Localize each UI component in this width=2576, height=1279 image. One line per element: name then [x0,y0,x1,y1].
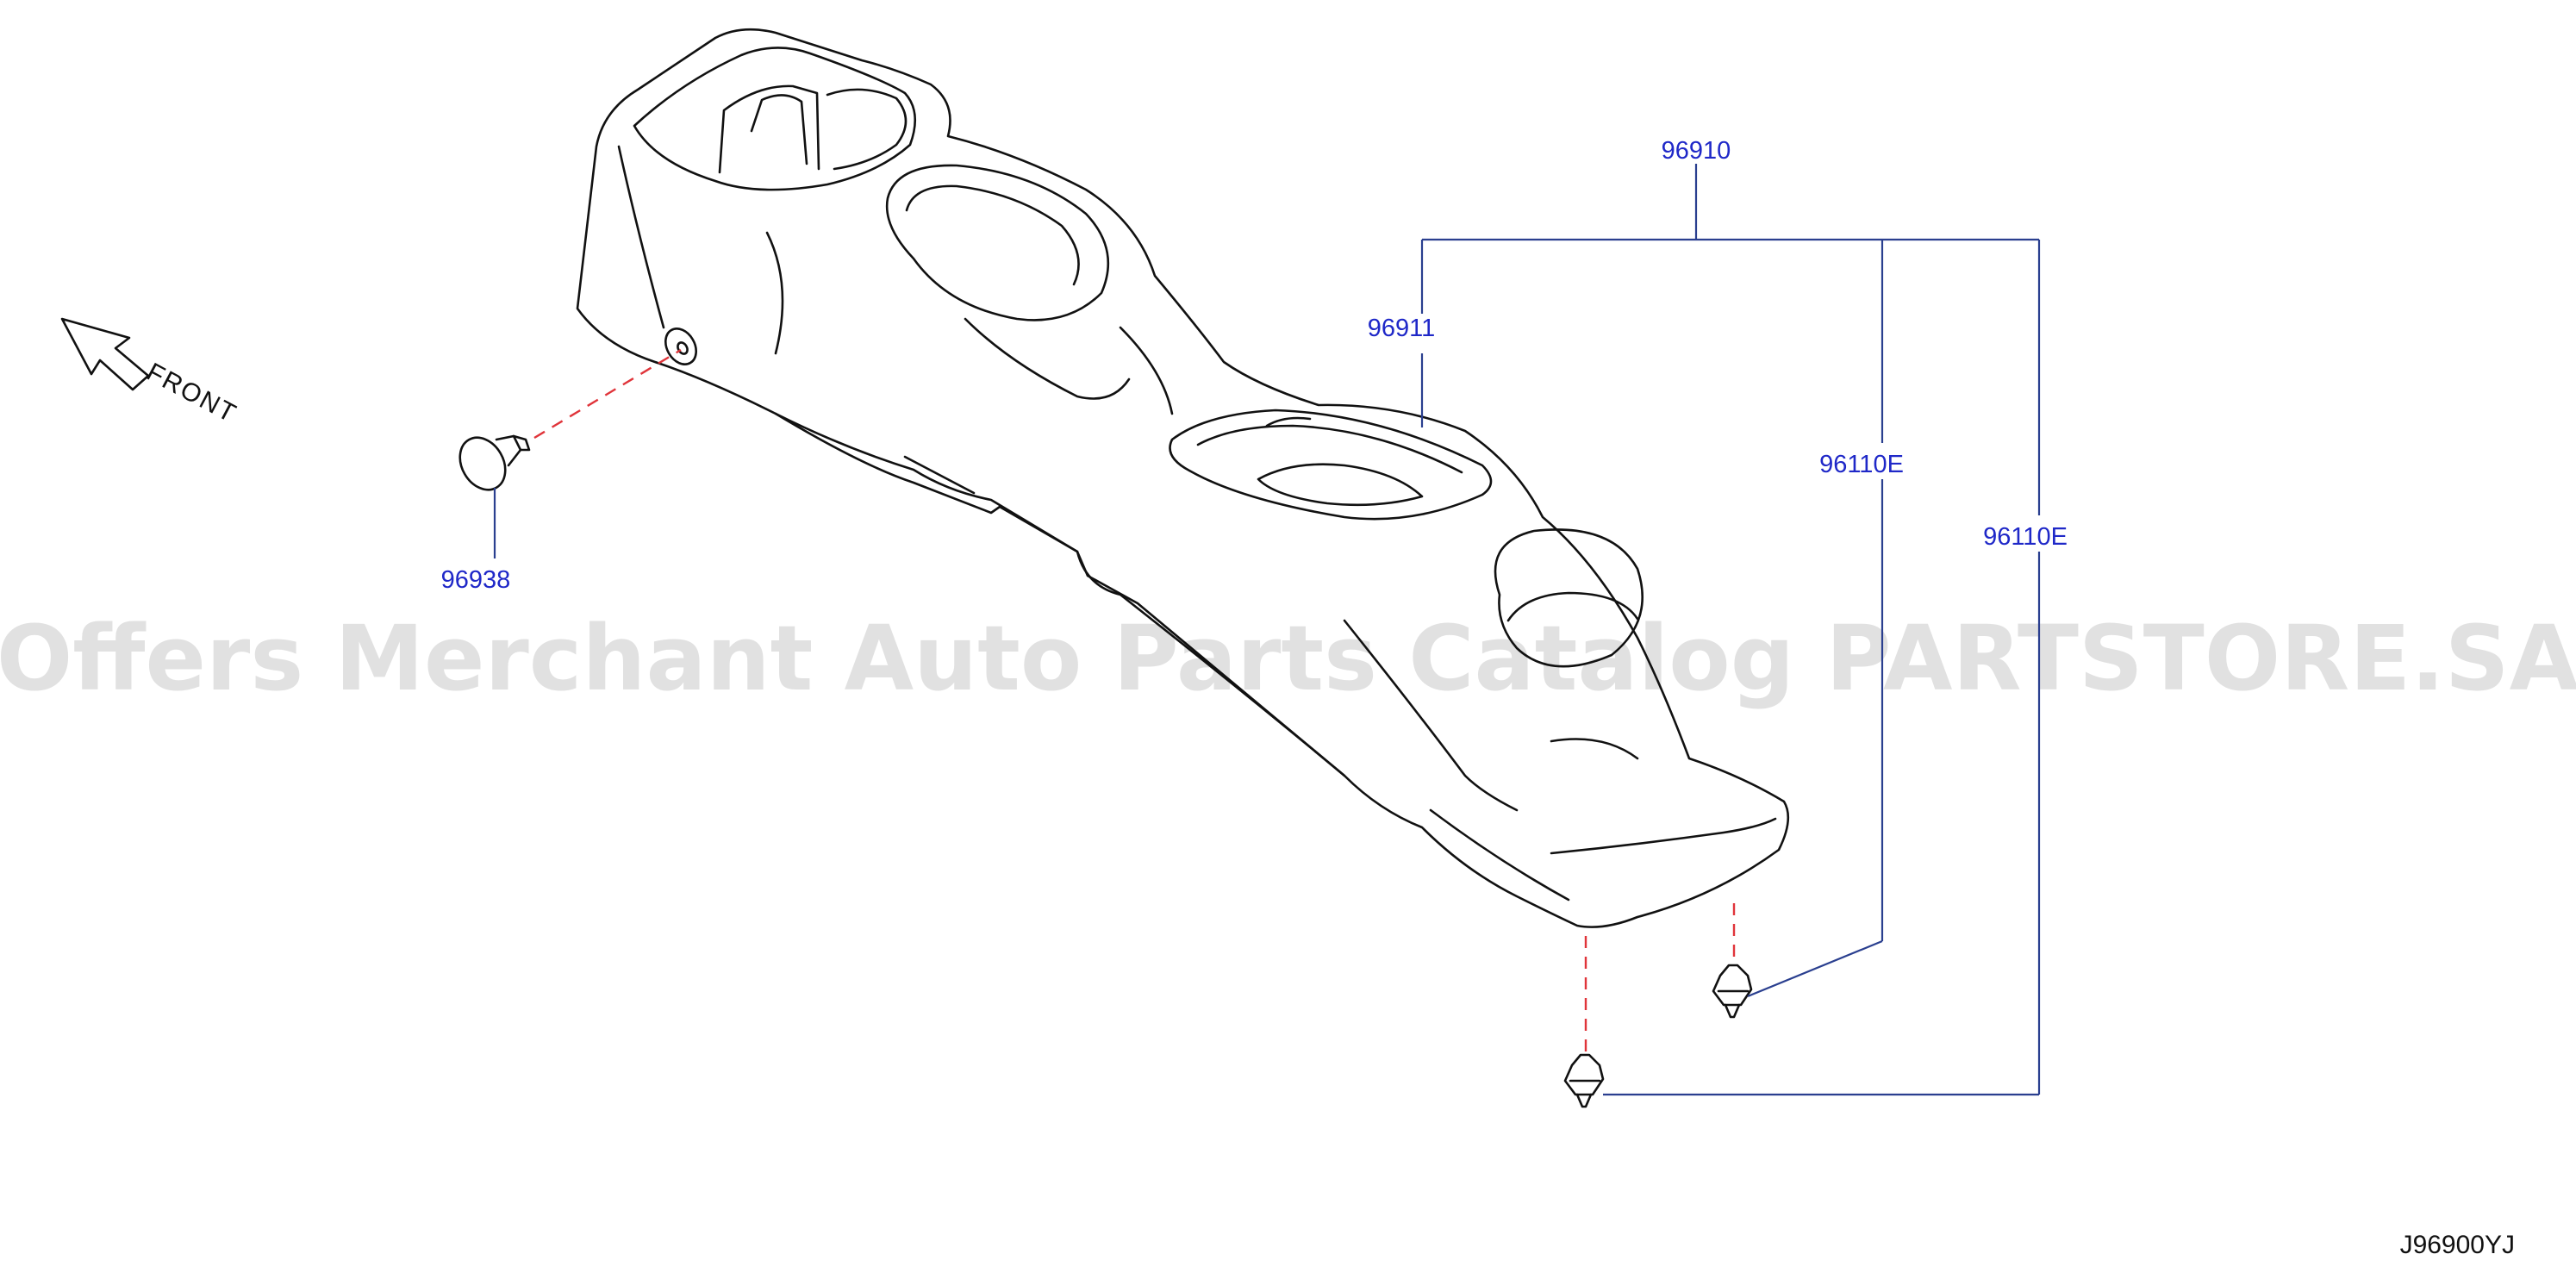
front-label: FRONT [142,358,242,428]
center-console-part [576,28,1790,928]
callout-clip-upper: 96110E [1819,451,1904,478]
cap-part-icon [458,434,531,491]
clip-upper-part-icon [1712,964,1753,1019]
callout-console: 96911 [1368,315,1436,342]
clip-lower-part-icon [1563,1053,1605,1108]
diagram-reference-code: J96900YJ [2400,1231,2515,1259]
watermark-text: Offers Merchant Auto Parts Catalog PARTS… [0,606,2576,711]
callout-clip-lower: 96110E [1983,523,2068,551]
assembly-leader-lines [1420,164,2041,1096]
front-arrow-icon [60,317,150,391]
callout-assembly: 96910 [1662,137,1731,165]
callout-cap: 96938 [441,566,511,594]
cap-mount-line [533,348,682,440]
